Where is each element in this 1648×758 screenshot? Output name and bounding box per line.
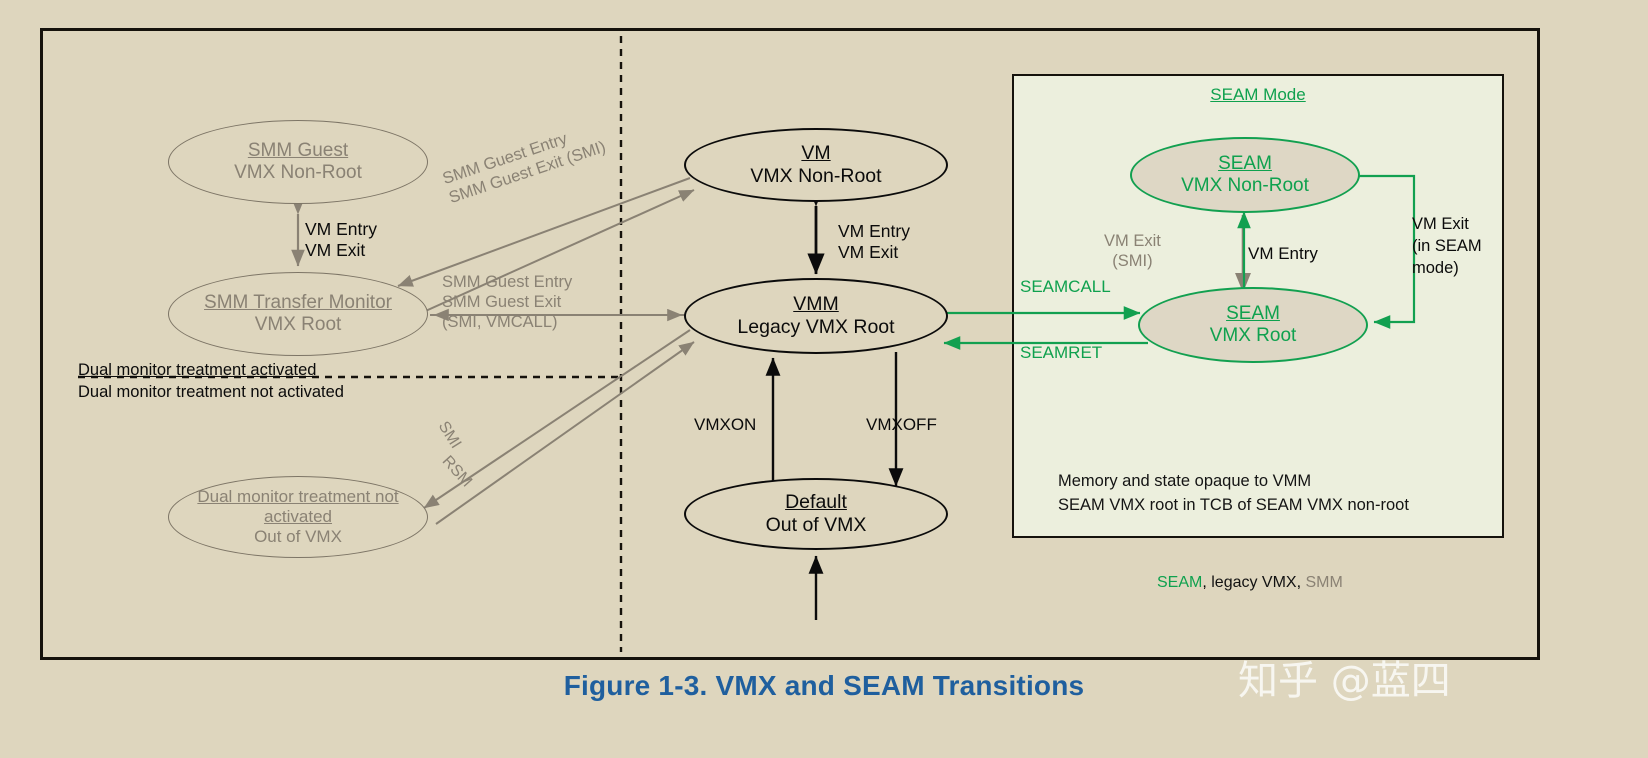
node-seam-nonroot-title: SEAM xyxy=(1218,152,1272,174)
label-vmxoff: VMXOFF xyxy=(866,415,937,434)
node-vm[interactable]: VM VMX Non-Root xyxy=(684,128,948,202)
label-vm-exit-smi: VM Exit (SMI) xyxy=(1104,232,1161,271)
label-vm-entry-seam: VM Entry xyxy=(1248,244,1318,263)
node-smm-guest-title: SMM Guest xyxy=(247,139,349,161)
node-seam-root-subtitle: VMX Root xyxy=(1209,325,1297,346)
node-dual-subtitle: Out of VMX xyxy=(254,526,342,546)
node-default-title: Default xyxy=(785,491,847,514)
figure-caption: Figure 1-3. VMX and SEAM Transitions xyxy=(563,670,1085,701)
node-smm-guest-subtitle: VMX Non-Root xyxy=(234,162,362,183)
node-dual-title: Dual monitor treatment not activated xyxy=(197,487,399,527)
legend-sep-1: , xyxy=(1202,574,1212,591)
label-vm-entry-exit-middle: VM Entry VM Exit xyxy=(838,221,910,263)
node-vmm[interactable]: VMM Legacy VMX Root xyxy=(684,278,948,354)
node-stm-title: SMM Transfer Monitor xyxy=(204,291,392,313)
node-vm-title: VM xyxy=(801,142,831,165)
seam-mode-note: Memory and state opaque to VMM SEAM VMX … xyxy=(1058,470,1409,518)
node-smm-guest[interactable]: SMM Guest VMX Non-Root xyxy=(168,120,428,204)
legend-sep-2: , xyxy=(1296,574,1306,591)
node-seam-nonroot-subtitle: VMX Non-Root xyxy=(1181,175,1309,196)
color-legend: SEAM, legacy VMX, SMM xyxy=(1157,574,1343,592)
seam-note-line-2: SEAM VMX root in TCB of SEAM VMX non-roo… xyxy=(1058,495,1409,514)
label-vm-entry-exit-left: VM Entry VM Exit xyxy=(305,219,377,261)
node-stm-subtitle: VMX Root xyxy=(254,314,342,335)
node-seam-vmx-non-root[interactable]: SEAM VMX Non-Root xyxy=(1130,137,1360,213)
label-smm-guest-entry-exit-smi-vmcall: SMM Guest Entry SMM Guest Exit (SMI, VMC… xyxy=(442,273,573,332)
label-seamret: SEAMRET xyxy=(1020,343,1103,362)
node-vm-subtitle: VMX Non-Root xyxy=(750,165,882,187)
node-vmm-title: VMM xyxy=(793,293,839,316)
node-default-subtitle: Out of VMX xyxy=(765,514,867,536)
label-seamcall: SEAMCALL xyxy=(1020,277,1111,296)
node-smm-transfer-monitor[interactable]: SMM Transfer Monitor VMX Root xyxy=(168,272,428,356)
seam-mode-title: SEAM Mode xyxy=(1210,85,1306,104)
seam-note-line-1: Memory and state opaque to VMM xyxy=(1058,472,1312,490)
label-dual-monitor-activated: Dual monitor treatment activated xyxy=(78,361,317,379)
node-seam-vmx-root[interactable]: SEAM VMX Root xyxy=(1138,287,1368,363)
zhihu-watermark: 知乎 @蓝四 xyxy=(1238,658,1451,704)
label-vmxon: VMXON xyxy=(694,415,757,434)
legend-seam: SEAM xyxy=(1157,574,1203,591)
node-vmm-subtitle: Legacy VMX Root xyxy=(737,316,895,338)
label-vm-exit-in-seam-mode: VM Exit (in SEAM mode) xyxy=(1412,215,1482,277)
node-dual-monitor-not-activated[interactable]: Dual monitor treatment not activated Out… xyxy=(168,476,428,558)
legend-legacy-vmx: legacy VMX xyxy=(1211,574,1297,591)
node-seam-root-title: SEAM xyxy=(1226,302,1280,324)
node-default[interactable]: Default Out of VMX xyxy=(684,478,948,550)
legend-smm: SMM xyxy=(1305,574,1343,591)
label-dual-monitor-not-activated: Dual monitor treatment not activated xyxy=(78,383,344,401)
